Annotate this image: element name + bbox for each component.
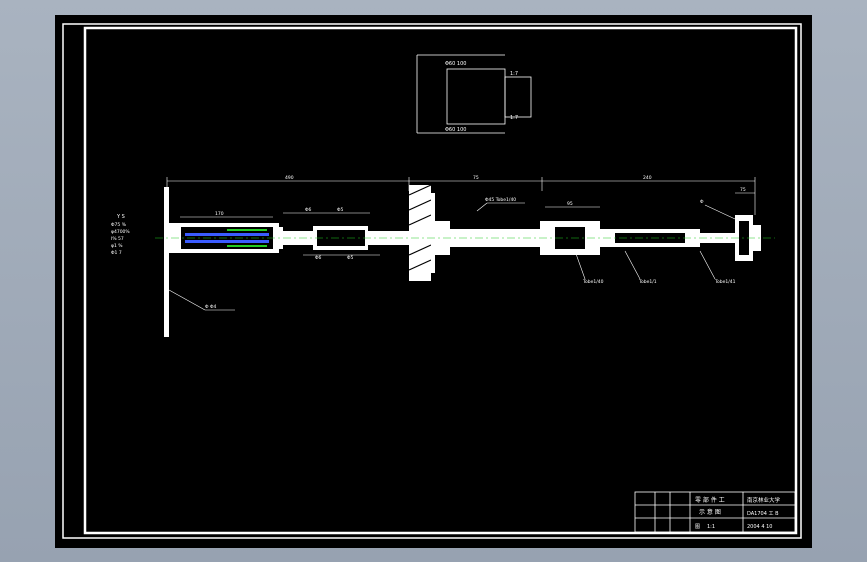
section-right-top: 1:7 (510, 71, 518, 77)
dim-490: 490 (285, 175, 294, 181)
title-scale: 1:1 (707, 524, 715, 530)
title-drawing-no: DA1704 工 B (747, 511, 779, 517)
title-block (634, 491, 796, 533)
title-drawing-name-1: 零 部 件 工 (695, 496, 725, 504)
section-bottom-label: Φ60 100 (445, 127, 466, 133)
dim-phi6-b: Φ6 (315, 255, 322, 261)
title-date: 2004 4 10 (747, 524, 772, 530)
drawing-viewport[interactable]: Φ60 100 Φ60 100 1:7 1:7 Y S Φ75 % φ4700%… (55, 15, 812, 548)
legend-line-3: φ4700% (111, 229, 130, 235)
section-right-bottom: 1:7 (510, 115, 518, 121)
callout-bottom-2: Tobe1/1 (638, 279, 657, 285)
callout-right-top: Φ (700, 199, 704, 205)
title-drawing-name-2: 示 意 图 (699, 508, 721, 516)
legend-line-6: Φ1 7 (111, 250, 122, 256)
title-school: 南京林业大学 (747, 496, 781, 504)
callout-left-bottom: Φ Φ4 (205, 304, 217, 310)
section-detail: Φ60 100 Φ60 100 1:7 1:7 (416, 54, 532, 134)
legend-line-2: Φ75 % (111, 222, 127, 228)
title-sheet: 图 (695, 524, 700, 530)
outer-border (62, 23, 802, 539)
cad-drawing-canvas[interactable]: Φ60 100 Φ60 100 1:7 1:7 Y S Φ75 % φ4700%… (55, 15, 812, 548)
dim-240: 240 (643, 175, 652, 181)
dim-phi5-b: Φ5 (347, 255, 354, 261)
hatched-flange (408, 184, 435, 281)
dim-95: 95 (567, 201, 573, 207)
legend-line-1: Y S (116, 214, 125, 220)
left-plate (164, 187, 169, 337)
dim-phi5-a: Φ5 (337, 207, 344, 213)
dim-phi6-a: Φ6 (305, 207, 312, 213)
top-dimensions (166, 177, 756, 256)
leaders (168, 202, 736, 311)
callout-bottom-3: Tobe1/41 (714, 279, 736, 285)
legend-line-4: Ⅰ% 57 (111, 236, 124, 242)
dim-170: 170 (215, 211, 224, 217)
callout-top-mid: Φ45 Tobe1/40 (485, 197, 516, 203)
inner-border (83, 26, 798, 535)
section-top-label: Φ60 100 (445, 61, 466, 67)
legend-notes: Y S Φ75 % φ4700% Ⅰ% 57 φ1 % Φ1 7 (111, 214, 130, 256)
legend-line-5: φ1 % (111, 243, 123, 249)
callout-bottom-1: Tobe1/40 (582, 279, 604, 285)
dim-75-right: 75 (740, 187, 746, 193)
dim-75: 75 (473, 175, 479, 181)
